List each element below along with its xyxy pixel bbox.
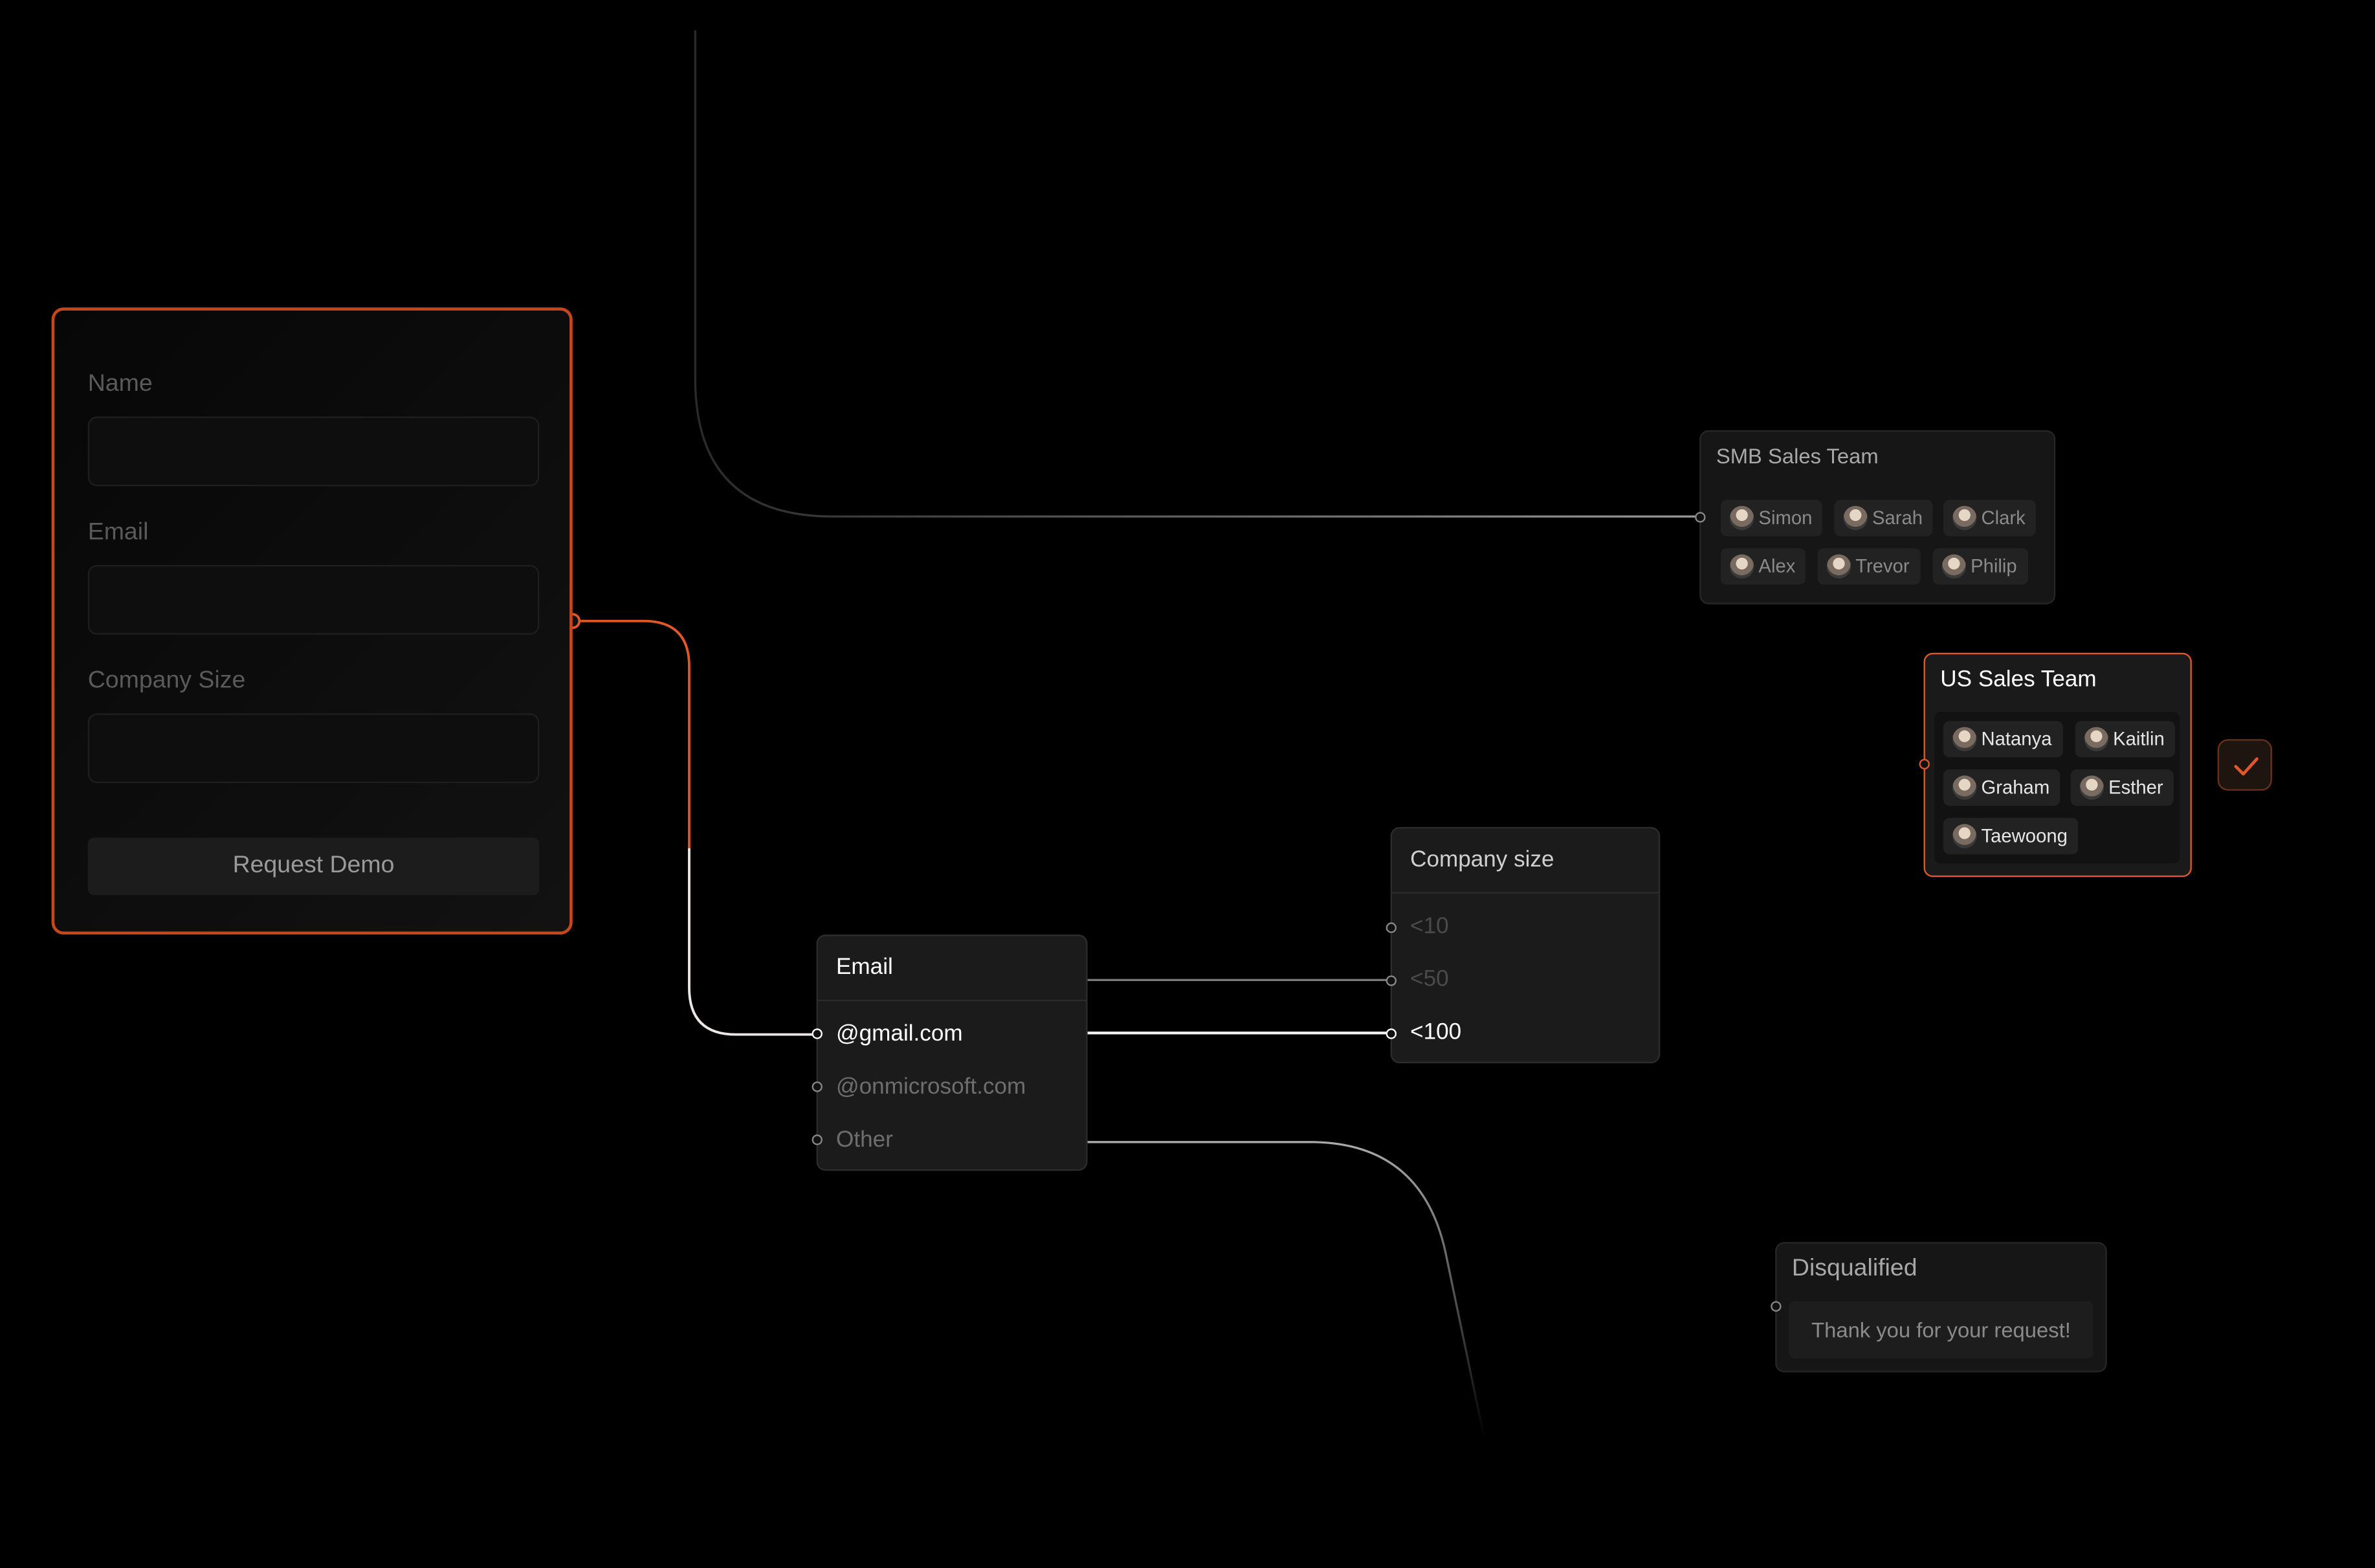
check-icon[interactable] <box>2218 739 2272 791</box>
email-node-title: Email <box>818 936 1086 1001</box>
wire-top-to-smb <box>695 30 1699 516</box>
name-field[interactable] <box>88 417 539 487</box>
avatar <box>1952 506 1976 530</box>
member-chip: Taewoong <box>1943 818 2078 854</box>
smb-input-port[interactable] <box>1695 512 1705 522</box>
email-node[interactable]: Email @gmail.com @onmicrosoft.com Other <box>817 934 1088 1171</box>
size-option-50[interactable]: <50 <box>1410 966 1449 992</box>
name-label: Name <box>88 371 153 398</box>
size-port-10[interactable] <box>1386 922 1397 933</box>
wire-form-to-email-white <box>689 848 817 1035</box>
member-chip: Alex <box>1721 548 1806 584</box>
email-label: Email <box>88 520 149 547</box>
us-team-title: US Sales Team <box>1940 667 2096 692</box>
request-demo-button[interactable]: Request Demo <box>88 837 539 895</box>
email-port-onmicrosoft[interactable] <box>812 1081 823 1092</box>
wire-form-to-email <box>573 621 817 1035</box>
company-size-label: Company Size <box>88 668 246 695</box>
member-chip: Natanya <box>1943 721 2062 757</box>
avatar <box>1844 506 1868 530</box>
company-size-field[interactable] <box>88 713 539 783</box>
email-port-other[interactable] <box>812 1134 823 1145</box>
size-port-50[interactable] <box>1386 975 1397 986</box>
avatar <box>1952 775 1976 799</box>
member-chip: Simon <box>1721 500 1823 536</box>
wire-other-down <box>1088 1142 1485 1439</box>
member-chip: Graham <box>1943 769 2060 806</box>
email-option-onmicrosoft[interactable]: @onmicrosoft.com <box>836 1074 1026 1099</box>
email-field[interactable] <box>88 565 539 635</box>
avatar <box>1730 555 1754 579</box>
avatar <box>2080 775 2104 799</box>
avatar <box>1952 727 1976 751</box>
disqualified-title: Disqualified <box>1792 1255 1917 1283</box>
company-size-node[interactable]: Company size <10 <50 <100 <box>1391 827 1661 1063</box>
avatar <box>1952 824 1976 848</box>
disqualified-input-port[interactable] <box>1771 1301 1781 1312</box>
us-sales-team-node[interactable]: US Sales Team Natanya Kaitlin Graham Est… <box>1924 653 2192 877</box>
avatar <box>2084 727 2108 751</box>
size-port-100[interactable] <box>1386 1028 1397 1039</box>
smb-team-title: SMB Sales Team <box>1716 444 1879 468</box>
demo-request-form: Name Email Company Size Request Demo <box>52 307 573 934</box>
size-option-100[interactable]: <100 <box>1410 1019 1461 1045</box>
disqualified-message: Thank you for your request! <box>1789 1301 2093 1359</box>
email-option-gmail[interactable]: @gmail.com <box>836 1021 963 1047</box>
email-option-other[interactable]: Other <box>836 1127 893 1153</box>
us-input-port[interactable] <box>1919 759 1930 769</box>
member-chip: Trevor <box>1818 548 1920 584</box>
company-size-node-title: Company size <box>1392 828 1659 894</box>
member-chip: Philip <box>1933 548 2027 584</box>
avatar <box>1730 506 1754 530</box>
member-chip: Kaitlin <box>2075 721 2176 757</box>
member-chip: Clark <box>1943 500 2036 536</box>
smb-sales-team-node[interactable]: SMB Sales Team Simon Sarah Clark Alex Tr… <box>1699 430 2055 604</box>
avatar <box>1942 555 1966 579</box>
disqualified-node[interactable]: Disqualified Thank you for your request! <box>1775 1242 2107 1372</box>
member-chip: Sarah <box>1834 500 1933 536</box>
email-input-port[interactable] <box>812 1028 823 1039</box>
size-option-10[interactable]: <10 <box>1410 913 1449 939</box>
member-chip: Esther <box>2071 769 2174 806</box>
avatar <box>1827 555 1851 579</box>
